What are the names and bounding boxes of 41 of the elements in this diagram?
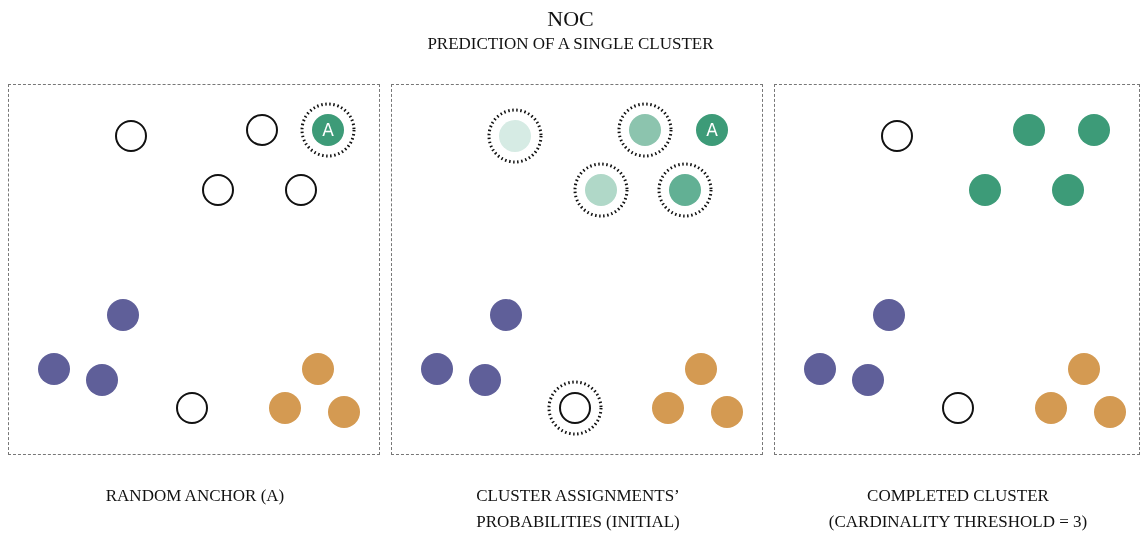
filled-circle: [421, 353, 453, 385]
filled-circle: [1013, 114, 1045, 146]
empty-circle: [285, 174, 317, 206]
empty-circle: [559, 392, 591, 424]
anchor-circle: A: [312, 114, 344, 146]
filled-circle: [629, 114, 661, 146]
anchor-circle: A: [696, 114, 728, 146]
filled-circle: [499, 120, 531, 152]
filled-circle: [490, 299, 522, 331]
filled-circle: [669, 174, 701, 206]
filled-circle: [1068, 353, 1100, 385]
diagram-title: NOC: [546, 6, 595, 32]
panel-caption: CLUSTER ASSIGNMENTS’ PROBABILITIES (INITIAL): [475, 485, 681, 533]
filled-circle: [873, 299, 905, 331]
filled-circle: [685, 353, 717, 385]
panel-caption: COMPLETED CLUSTER (CARDINALITY THRESHOLD = 3): [827, 485, 1089, 533]
filled-circle: [38, 353, 70, 385]
filled-circle: [1052, 174, 1084, 206]
filled-circle: [804, 353, 836, 385]
empty-circle: [881, 120, 913, 152]
filled-circle: [652, 392, 684, 424]
empty-circle: [176, 392, 208, 424]
filled-circle: [852, 364, 884, 396]
filled-circle: [585, 174, 617, 206]
empty-circle: [115, 120, 147, 152]
empty-circle: [942, 392, 974, 424]
empty-circle: [246, 114, 278, 146]
filled-circle: [1035, 392, 1067, 424]
panel-caption: RANDOM ANCHOR (A): [104, 485, 286, 507]
empty-circle: [202, 174, 234, 206]
filled-circle: [1094, 396, 1126, 428]
filled-circle: [302, 353, 334, 385]
filled-circle: [107, 299, 139, 331]
filled-circle: [469, 364, 501, 396]
filled-circle: [269, 392, 301, 424]
filled-circle: [969, 174, 1001, 206]
subtitle: PREDICTION OF A SINGLE CLUSTER: [426, 34, 715, 54]
filled-circle: [711, 396, 743, 428]
filled-circle: [328, 396, 360, 428]
filled-circle: [1078, 114, 1110, 146]
filled-circle: [86, 364, 118, 396]
